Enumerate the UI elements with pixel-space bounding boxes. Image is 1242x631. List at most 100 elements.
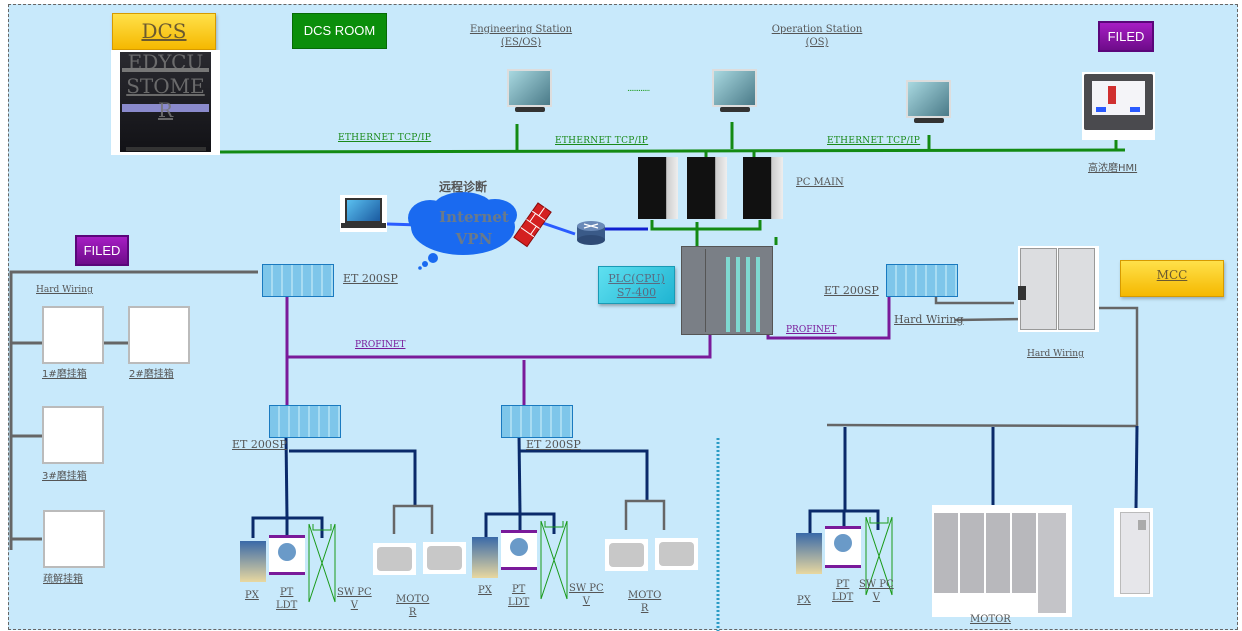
hanging-box-label-2: 2#磨挂箱: [129, 369, 174, 380]
pc-tower-icon-2: [687, 157, 727, 219]
profinet-right: [766, 296, 891, 340]
pt-line1-2: PT: [511, 584, 526, 595]
motor-split-2: [624, 499, 666, 530]
ethernet-label-2: ETHERNET TCP/IP: [555, 136, 649, 146]
dcs-server-image: EDYCU STOME R: [111, 50, 220, 155]
pt-line2-3: LDT: [832, 592, 854, 603]
motor-line1-2: MOTO: [628, 590, 662, 601]
hanging-box-image-2: [128, 306, 190, 364]
hanging-box-image-3: [42, 406, 104, 464]
hanging-box-label-3: 3#磨挂箱: [42, 471, 87, 482]
pt-transmitter-icon-1: [269, 535, 305, 575]
engineering-station-label: Engineering Station (ES/OS): [466, 23, 576, 49]
switch-valve-icon-1: [308, 523, 336, 603]
fb-g2-motor: [519, 449, 649, 501]
swpcv-line2-1: V: [350, 600, 358, 611]
operation-station-label: Operation Station (OS): [762, 23, 872, 49]
hard-wiring-label-left: Hard Wiring: [36, 285, 93, 295]
motor-line2-1: R: [408, 607, 417, 618]
motor-split-1: [392, 504, 434, 534]
plc-rack-image: [681, 246, 773, 335]
engineering-station-line2: (ES/OS): [500, 37, 542, 48]
hard-wiring-label-mid: Hard Wiring: [894, 313, 964, 326]
pc-tower-icon-3: [743, 157, 783, 219]
hardwire-right: [826, 294, 1139, 428]
hardwire-label-to-mcc: [954, 317, 1031, 322]
firewall-icon: [513, 202, 552, 248]
switch-valve-icon-3: [865, 516, 893, 596]
pt-transmitter-icon-2: [501, 530, 537, 570]
et200sp-module-icon-bl: [269, 405, 341, 438]
motor-icon-1a: [373, 543, 416, 575]
operation-station-line1: Operation Station: [771, 24, 863, 35]
laptop-icon: [340, 195, 387, 232]
et200sp-module-icon-bm: [501, 405, 573, 438]
pc-main-label: PC MAIN: [796, 177, 844, 188]
motor-starter-image: [932, 505, 1072, 617]
filed-left-button[interactable]: FILED: [75, 235, 129, 266]
ethernet-label-3: ETHERNET TCP/IP: [827, 136, 921, 146]
hard-wiring-label-mcc: Hard Wiring: [1027, 349, 1084, 359]
swpcv-label-2: SW PC V: [569, 582, 604, 608]
field-bus-lines: [251, 425, 1139, 538]
server-overlay-line2: STOME: [126, 74, 205, 98]
engineering-station-line1: Engineering Station: [469, 24, 573, 35]
hardwire-field-bus: [826, 423, 1138, 428]
pt-label-2: PT LDT: [508, 583, 529, 609]
pt-label-3: PT LDT: [832, 578, 853, 604]
pt-line1-3: PT: [835, 579, 850, 590]
server-rack-icon: [120, 52, 211, 152]
motor-label-3: MOTOR: [970, 614, 1011, 625]
plc-cpu-button[interactable]: PLC(CPU) S7-400: [598, 266, 675, 304]
motor-line1-1: MOTO: [396, 594, 430, 605]
switch-valve-icon-2: [540, 520, 568, 600]
filed-top-button[interactable]: FILED: [1098, 21, 1154, 52]
operation-station-line2: (OS): [805, 37, 829, 48]
swpcv-label-3: SW PC V: [859, 578, 894, 604]
swpcv-line2-2: V: [582, 596, 590, 607]
motor-icon-2b: [655, 538, 698, 570]
remote-diagnosis-title: 远程诊断: [439, 180, 488, 194]
swpcv-line2-3: V: [872, 592, 880, 603]
dcs-room-button[interactable]: DCS ROOM: [292, 13, 387, 49]
hanging-box-image-1: [42, 306, 104, 364]
fb-g3-vfd: [1134, 425, 1139, 509]
server-overlay-line1: EDYCU: [127, 50, 204, 74]
et200sp-label-top: ET 200SP: [343, 272, 398, 285]
et200sp-label-bm: ET 200SP: [526, 438, 581, 451]
pc-tower-icon-1: [638, 157, 678, 219]
plc-line2: S7-400: [616, 286, 657, 299]
profinet-label-left: PROFINET: [355, 340, 406, 350]
et200sp-label-bl: ET 200SP: [232, 438, 287, 451]
motor-label-1: MOTO R: [396, 593, 429, 619]
ethernet-label-1: ETHERNET TCP/IP: [338, 133, 432, 143]
et200sp-module-icon-top: [262, 264, 334, 297]
px-label-2: PX: [478, 585, 492, 596]
dcs-button[interactable]: DCS: [112, 13, 216, 50]
et200sp-module-icon-right: [886, 264, 958, 297]
fb-g2-trunk: [517, 434, 522, 515]
hanging-box-label-4: 疏解挂箱: [43, 574, 83, 585]
pt-label-1: PT LDT: [276, 586, 297, 612]
fb-g1-motor: [289, 449, 417, 505]
monitor-icon-os1: [712, 69, 758, 114]
vfd-drive-image: [1114, 508, 1153, 597]
pc-bus: [650, 220, 762, 231]
hanging-box-label-1: 1#磨挂箱: [42, 369, 87, 380]
cloud-line2: VPN: [455, 230, 493, 248]
motor-label-2: MOTO R: [628, 589, 661, 615]
et200sp-label-right: ET 200SP: [824, 284, 879, 297]
px-sensor-icon-1: [240, 541, 266, 582]
px-sensor-icon-3: [796, 533, 822, 574]
pt-line1-1: PT: [279, 587, 294, 598]
monitor-icon-os2: [906, 80, 952, 125]
mcc-button[interactable]: MCC: [1120, 260, 1224, 297]
ethernet-backbone: [219, 148, 1126, 154]
hanging-box-image-4: [43, 510, 105, 568]
hmi-label: 高浓磨HMI: [1088, 163, 1138, 174]
monitor-icon-es: [507, 69, 553, 114]
station-ellipsis: ............: [627, 84, 650, 94]
hardwire-trunk: [9, 270, 258, 550]
